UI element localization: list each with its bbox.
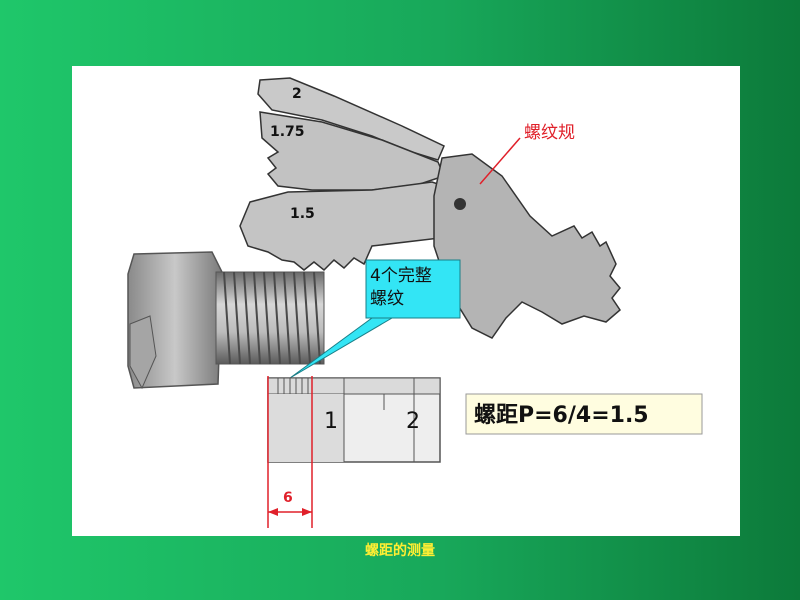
gauge-pivot <box>454 198 466 210</box>
callout-line2: 螺纹 <box>370 289 404 309</box>
gauge-leaf-175-label: 1.75 <box>270 124 305 140</box>
gauge-leaf-175 <box>259 111 446 191</box>
gauge-leaf-2 <box>257 77 445 161</box>
ruler-mark-1: 1 <box>324 409 338 434</box>
gauge-leaf-15-label: 1.5 <box>290 206 315 222</box>
callout-line1: 4个完整 <box>370 266 432 286</box>
gauge-label-leader <box>479 137 521 185</box>
ruler-ticks <box>277 378 415 462</box>
gauge-leaf-2-label: 2 <box>292 86 302 102</box>
callout-box <box>365 259 461 319</box>
bolt-head-facet <box>129 315 157 390</box>
dimension-arrow-right <box>302 508 312 516</box>
gauge-leaf-15 <box>239 181 445 272</box>
ruler-mark-2: 2 <box>406 409 420 434</box>
ruler-section-1 <box>268 394 344 462</box>
thread-pitch-diagram: 2 1.75 1.5 螺纹规 4个完整 螺纹 1 2 <box>127 77 703 528</box>
gauge-fan-body <box>433 153 621 339</box>
dimension-arrow-left <box>268 508 278 516</box>
figure-panel: 2 1.75 1.5 螺纹规 4个完整 螺纹 1 2 <box>72 66 740 536</box>
dimension-value: 6 <box>283 490 293 506</box>
thread-crests <box>223 271 321 365</box>
formula-text: 螺距P=6/4=1.5 <box>474 403 649 428</box>
figure-caption: 螺距的测量 <box>365 543 435 559</box>
formula-box <box>465 393 703 435</box>
gauge-name-label: 螺纹规 <box>524 123 575 143</box>
